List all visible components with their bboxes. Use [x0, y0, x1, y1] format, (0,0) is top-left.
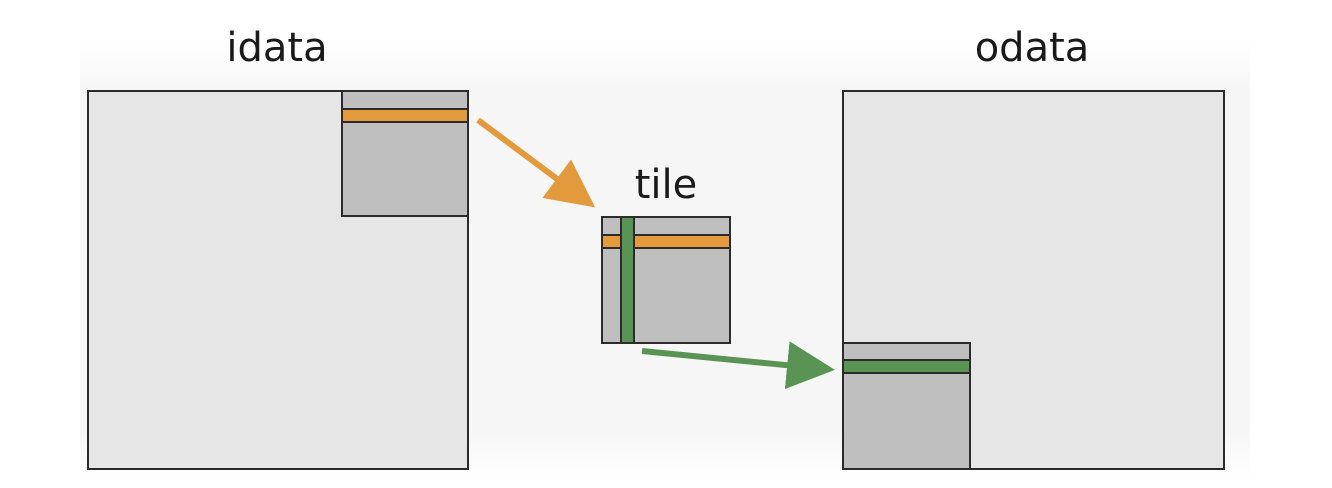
tile-column-highlight — [620, 216, 635, 344]
tile-to-odata-arrow — [641, 341, 835, 390]
tile-label: tile — [634, 162, 698, 208]
idata-row-highlight — [341, 108, 469, 123]
odata-row-highlight — [842, 359, 971, 374]
idata-label: idata — [226, 25, 328, 71]
odata-label: odata — [974, 25, 1090, 71]
idata-to-tile-arrow — [476, 117, 596, 208]
